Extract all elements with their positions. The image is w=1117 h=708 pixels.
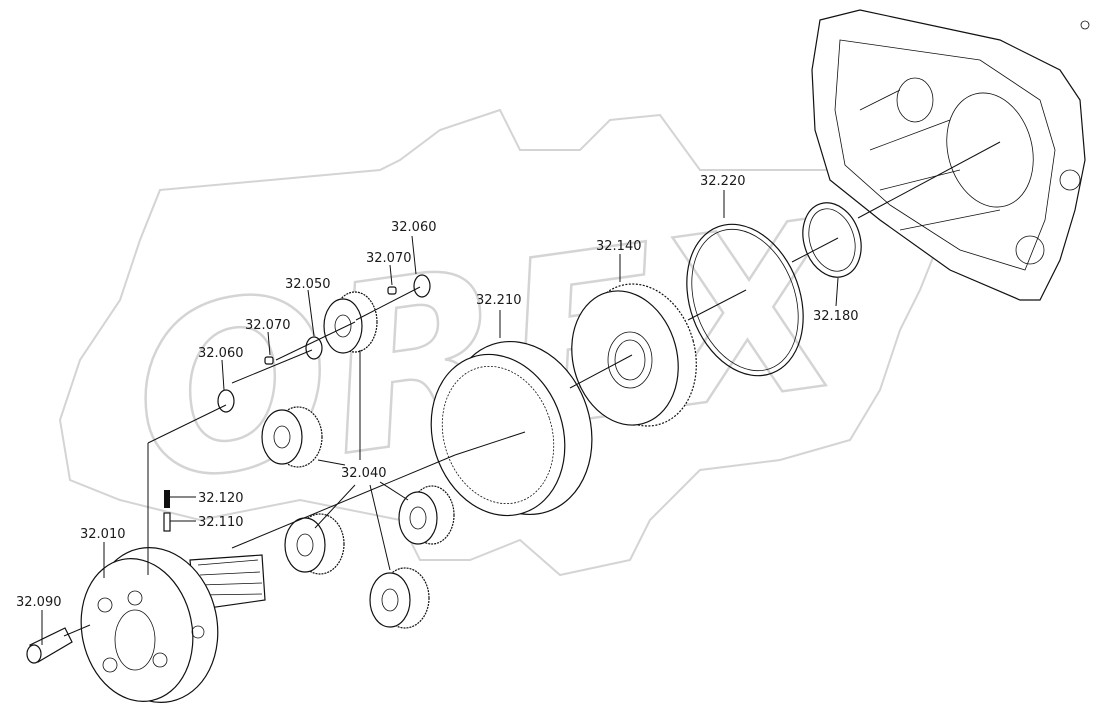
seal-ring-32180 — [802, 202, 862, 278]
callout-32060-upper: 32.060 — [391, 220, 437, 235]
callout-32210: 32.210 — [476, 293, 522, 308]
sun-gear-32140 — [571, 283, 697, 427]
ring-gear-32210 — [430, 340, 593, 517]
planet-gear-3 — [398, 485, 455, 545]
assembly-lines — [63, 141, 1001, 637]
callout-32070-lower: 32.070 — [245, 318, 291, 333]
leader-lines — [41, 190, 839, 645]
planet-gear-5 — [369, 567, 430, 629]
callout-32070-upper: 32.070 — [366, 251, 412, 266]
pin-32120 — [164, 490, 170, 508]
planet-gear-4 — [284, 513, 345, 575]
callout-32060-lower: 32.060 — [198, 346, 244, 361]
planet-carrier-32010 — [80, 547, 266, 703]
callout-labels: 32.220 32.140 32.210 32.180 32.060 32.07… — [16, 174, 859, 610]
circlip-32050 — [305, 336, 323, 360]
callout-32110: 32.110 — [198, 515, 244, 530]
planet-gear-2 — [261, 406, 323, 468]
callout-32140: 32.140 — [596, 239, 642, 254]
circlip-32060-lower — [217, 389, 235, 413]
snap-ring-32220 — [686, 223, 804, 377]
shaft-pin-32090 — [26, 627, 73, 664]
callout-32180: 32.180 — [813, 309, 859, 324]
pin-32070-upper — [387, 286, 397, 295]
transmission-housing — [811, 9, 1090, 301]
callout-32050: 32.050 — [285, 277, 331, 292]
callout-32090: 32.090 — [16, 595, 62, 610]
circlip-32060-upper — [413, 274, 431, 298]
callout-32010: 32.010 — [80, 527, 126, 542]
callout-32040: 32.040 — [341, 466, 387, 481]
callout-32120: 32.120 — [198, 491, 244, 506]
pin-32070-lower — [264, 356, 274, 365]
callout-32220: 32.220 — [700, 174, 746, 189]
pin-32110 — [163, 512, 171, 532]
